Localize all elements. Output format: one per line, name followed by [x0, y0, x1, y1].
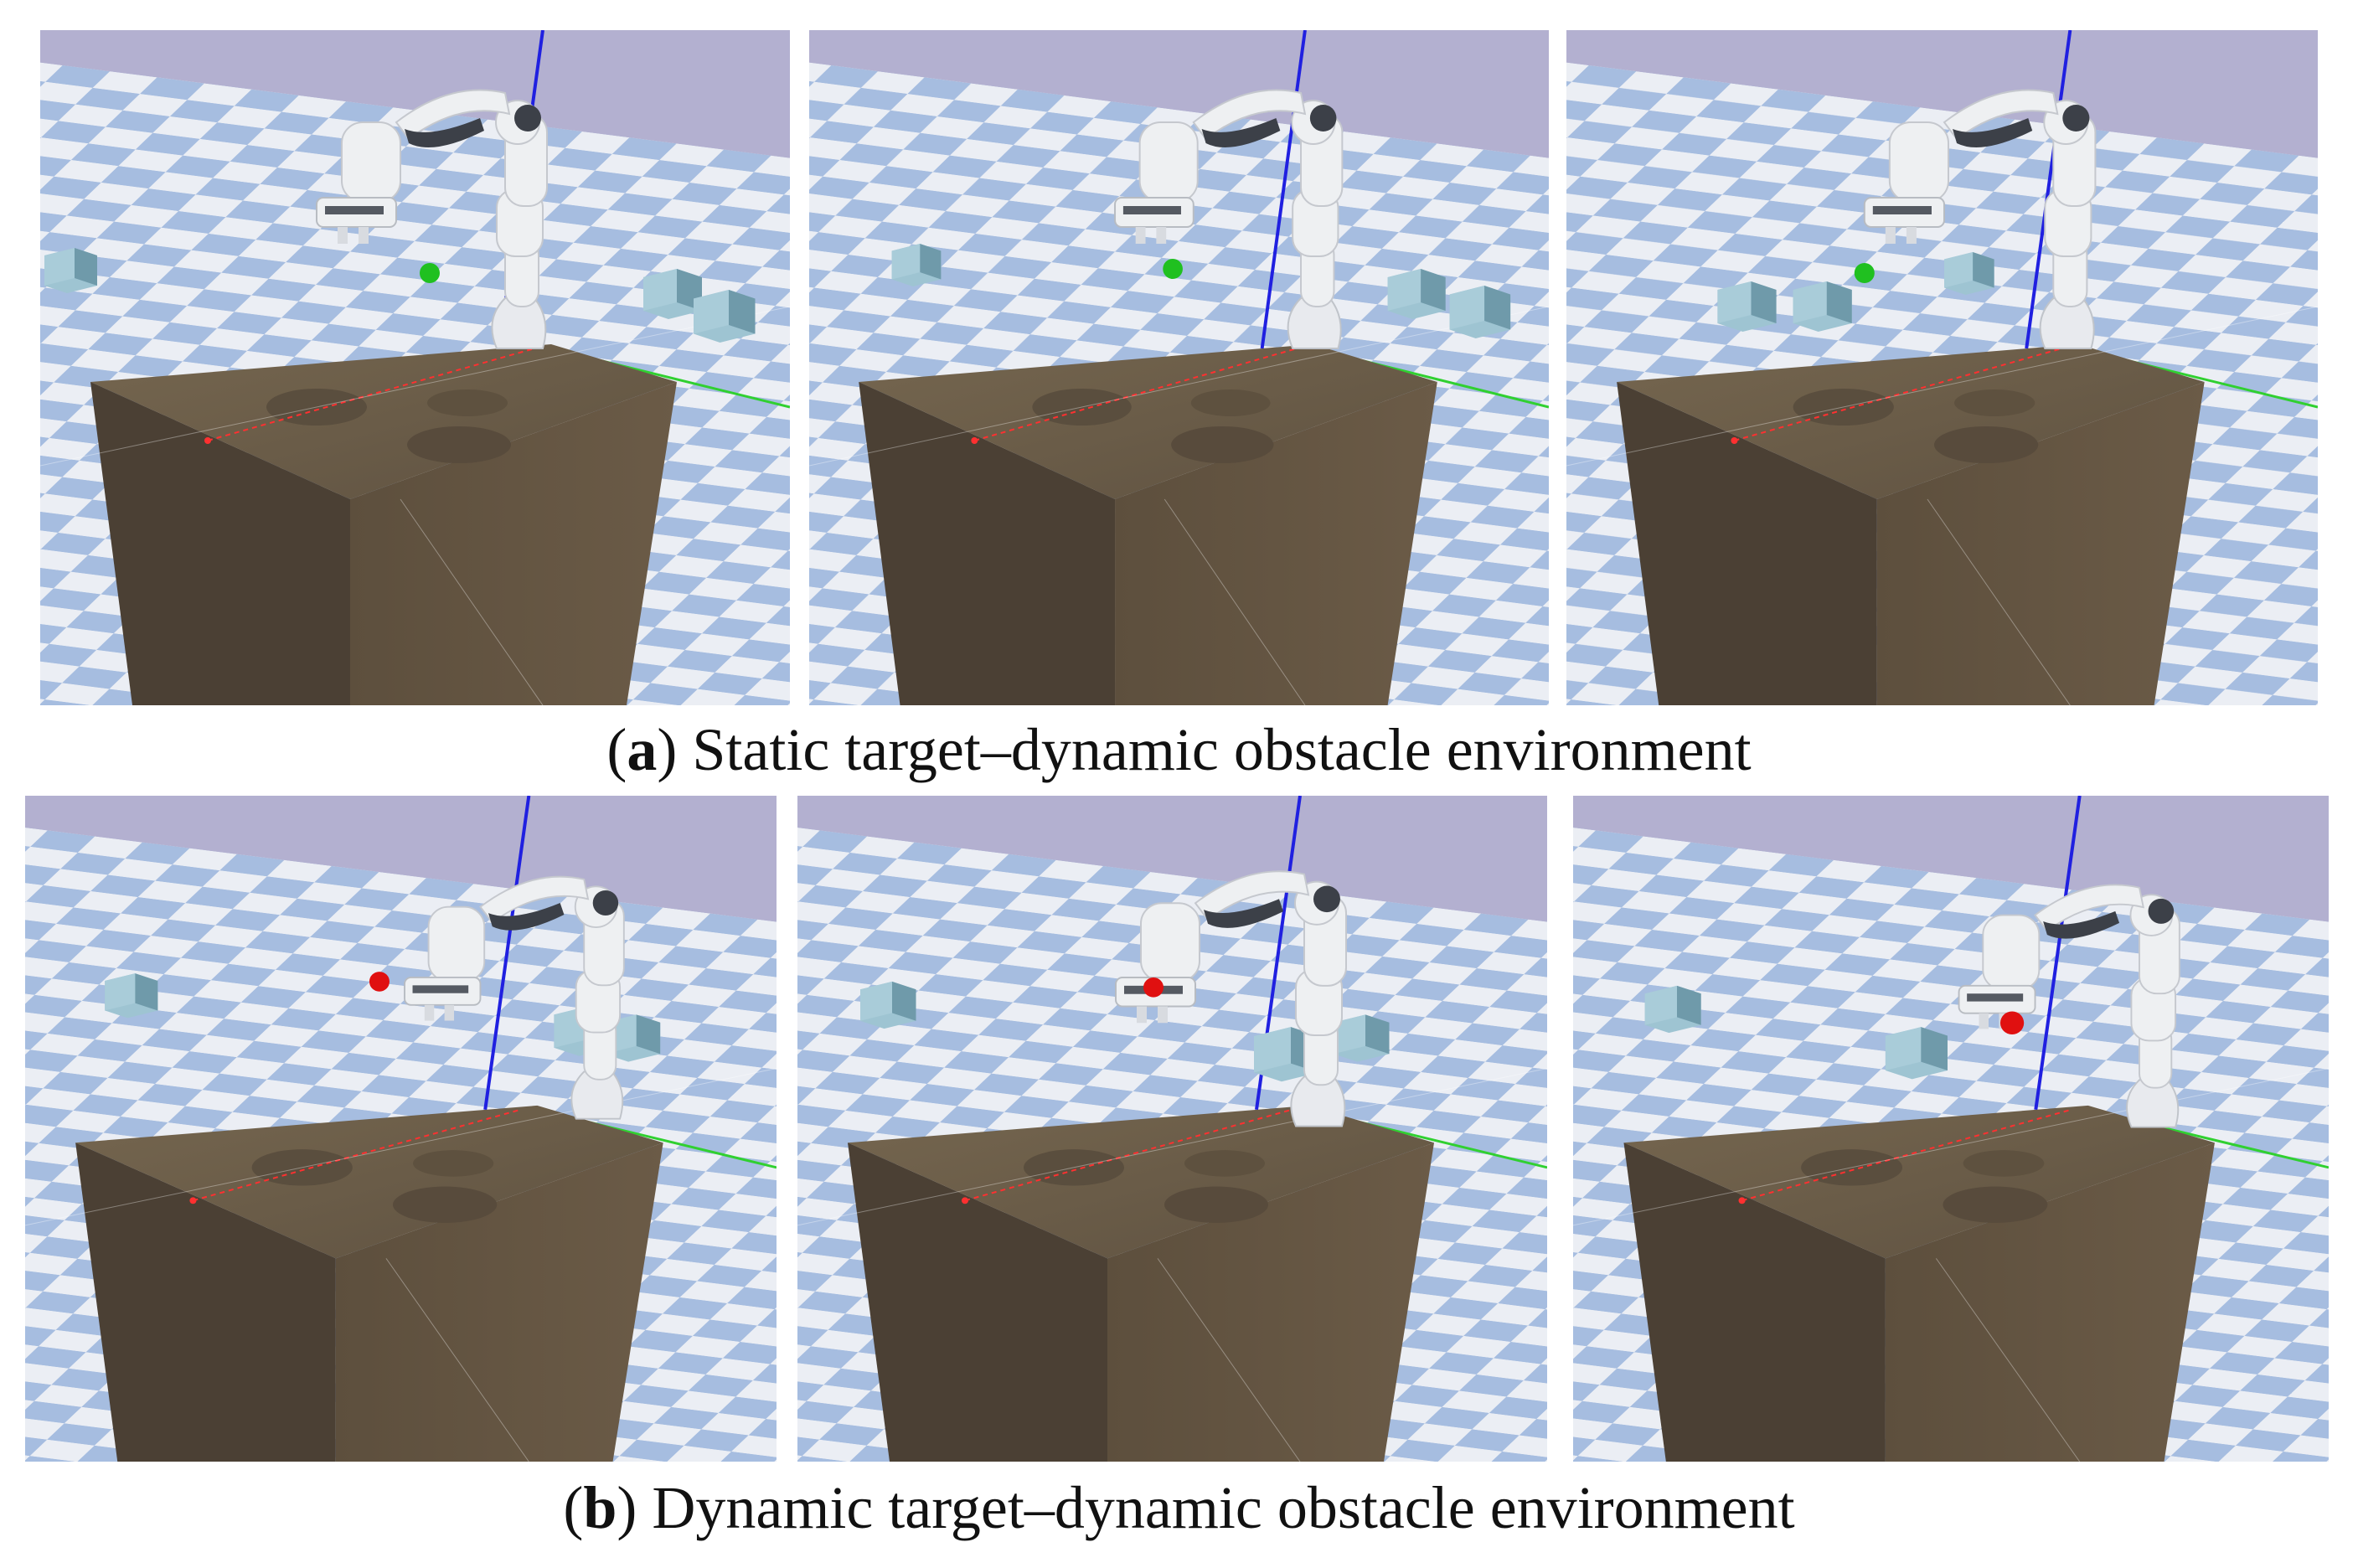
simulation-scene: [25, 796, 777, 1462]
scene-panel-b-2: [797, 796, 1547, 1462]
scene-panel-a-1: [40, 30, 790, 705]
simulation-scene: [797, 796, 1547, 1462]
scene-panel-a-3: [1566, 30, 2318, 705]
caption-letter: b: [583, 1474, 617, 1541]
simulation-scene: [1566, 30, 2318, 705]
simulation-scene: [40, 30, 790, 705]
caption-text: Dynamic target–dynamic obstacle environm…: [652, 1474, 1795, 1541]
caption-b: (b) Dynamic target–dynamic obstacle envi…: [563, 1474, 1795, 1541]
caption-letter: a: [627, 716, 658, 783]
caption-a: (a) Static target–dynamic obstacle envir…: [606, 716, 1752, 783]
simulation-scene: [1573, 796, 2329, 1462]
scene-panel-a-2: [809, 30, 1549, 705]
scene-panel-b-1: [25, 796, 777, 1462]
scene-panel-b-3: [1573, 796, 2329, 1462]
simulation-scene: [809, 30, 1549, 705]
caption-text: Static target–dynamic obstacle environme…: [692, 716, 1752, 783]
